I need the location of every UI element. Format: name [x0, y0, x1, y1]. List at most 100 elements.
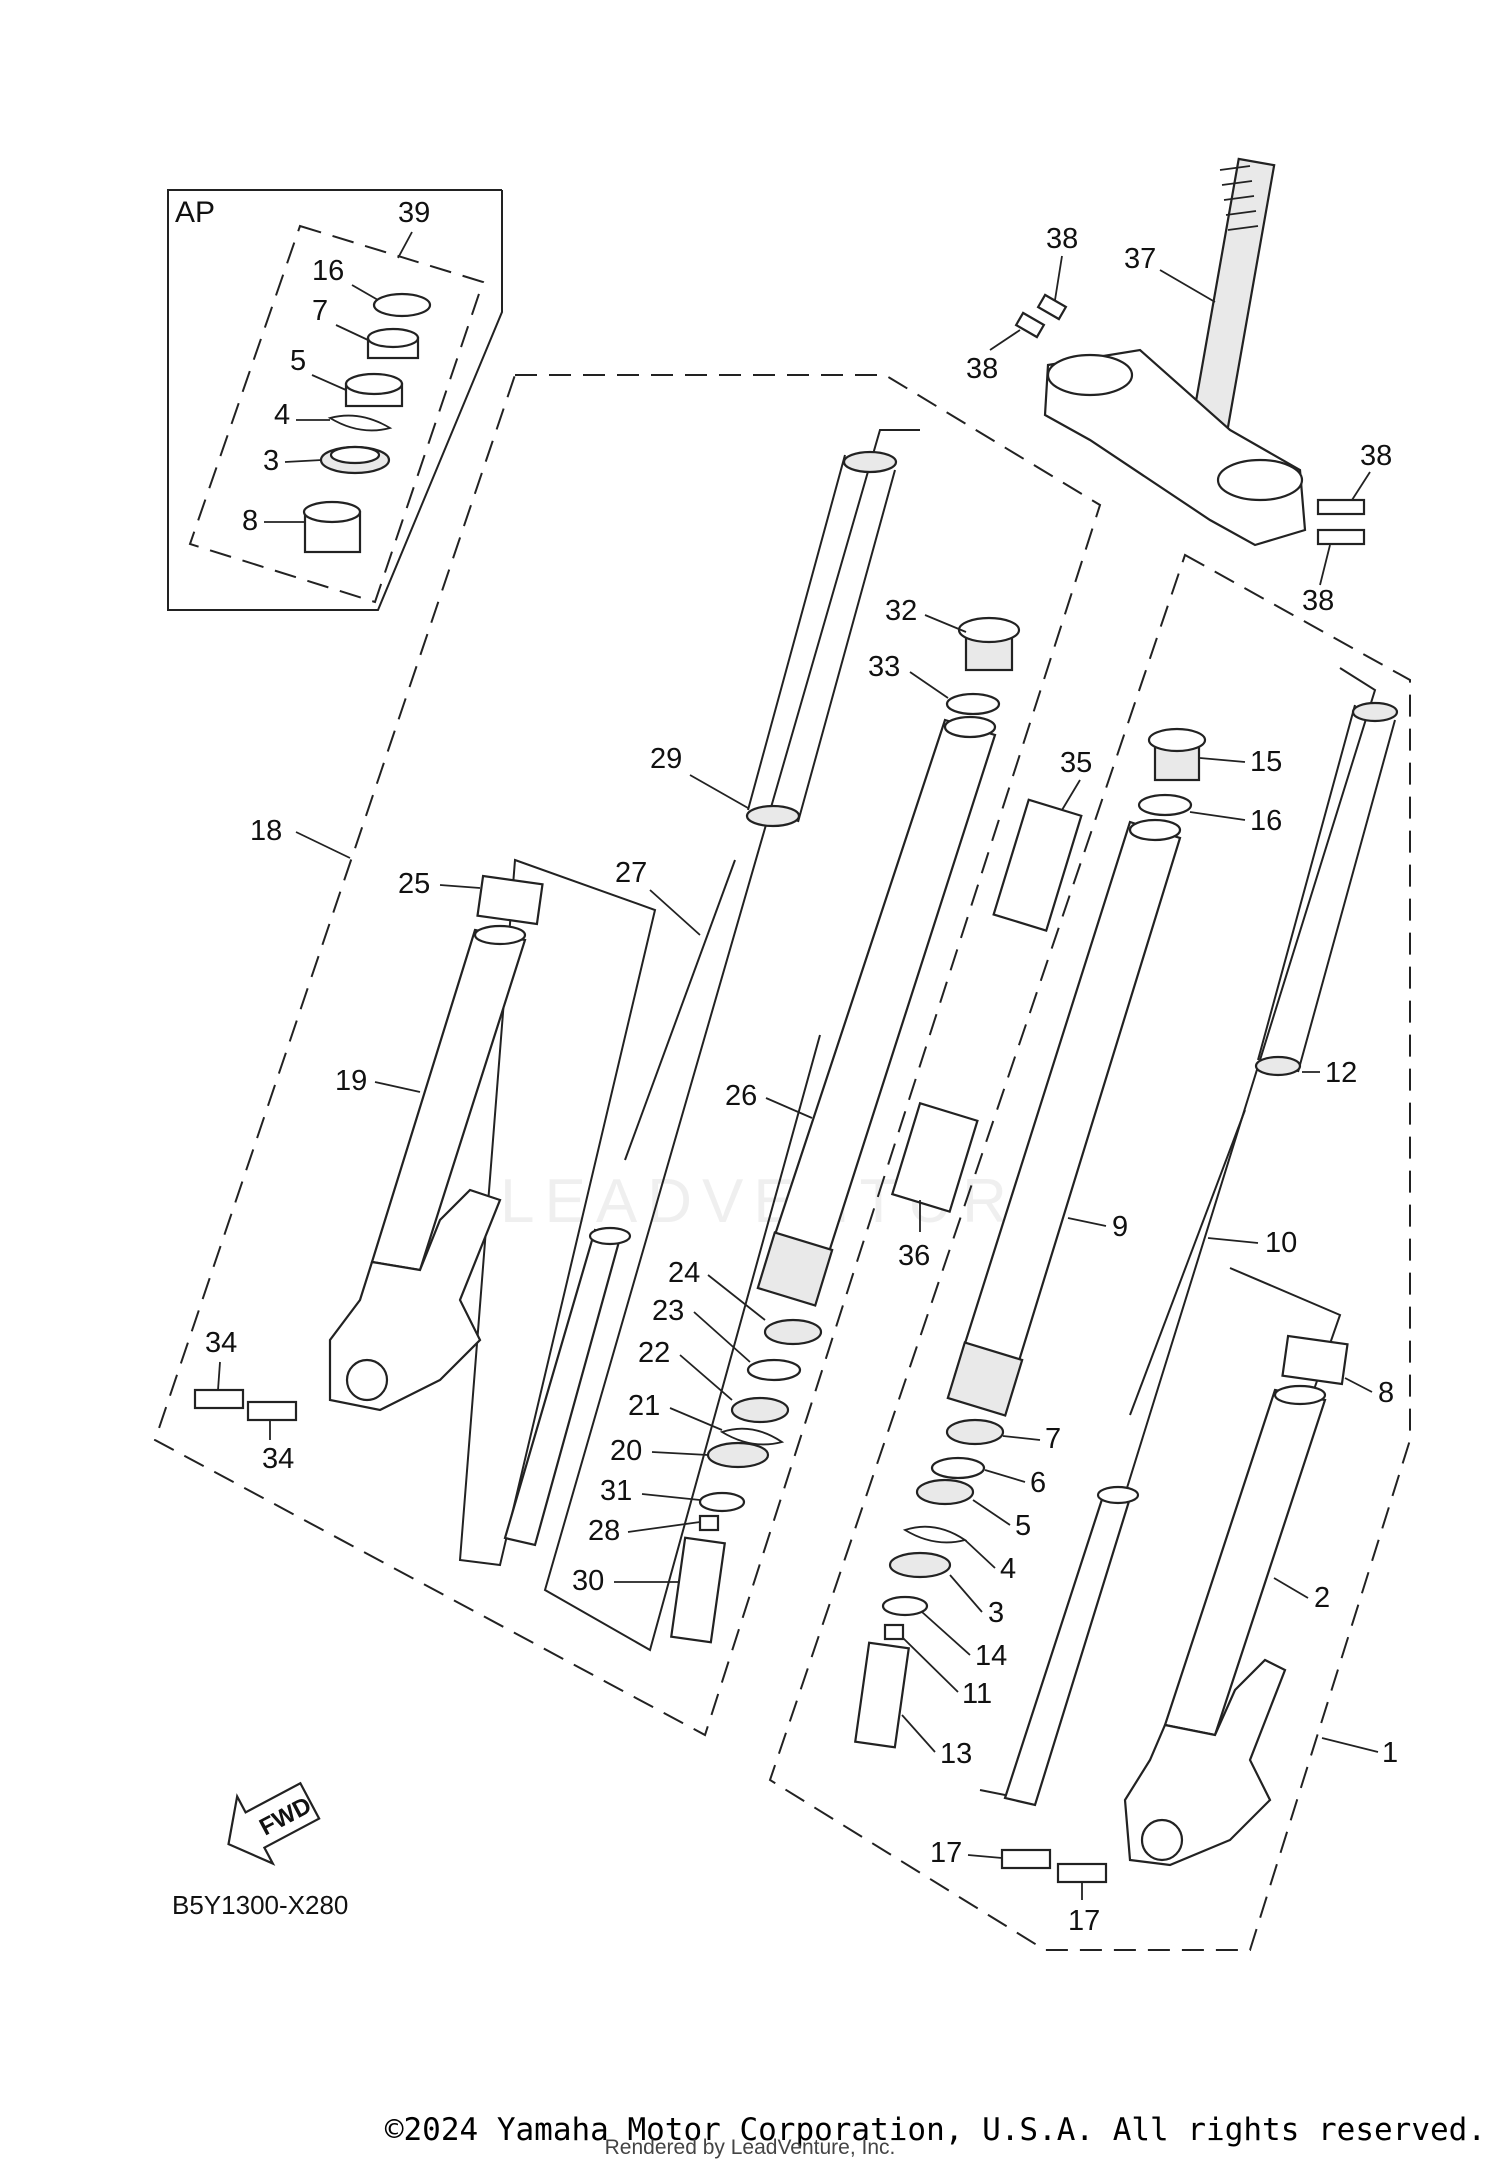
- inner-tube-right: [946, 818, 1182, 1417]
- part-21: [719, 1427, 785, 1446]
- callout-38d: 38: [1302, 585, 1334, 617]
- rendered-by-text: Rendered by LeadVenture, Inc.: [604, 2136, 896, 2159]
- callout-35: 35: [1060, 747, 1092, 779]
- part-3-right: [888, 1551, 952, 1579]
- callout-17a: 17: [930, 1837, 962, 1869]
- callout-6: 6: [1030, 1467, 1046, 1499]
- bolt-34a: [193, 1388, 245, 1410]
- callout-27: 27: [615, 857, 647, 889]
- callout-38b: 38: [966, 353, 998, 385]
- part-31: [698, 1491, 746, 1513]
- callout-25: 25: [398, 868, 430, 900]
- damper-rod-left: [503, 859, 736, 1547]
- callout-9: 9: [1112, 1211, 1128, 1243]
- part-30: [669, 1536, 727, 1644]
- callout-26: 26: [725, 1080, 757, 1112]
- copyright-text: ©2024 Yamaha Motor Corporation, U.S.A. A…: [384, 2112, 1486, 2148]
- part-11-right: [883, 1623, 905, 1641]
- inset-callout-5: 5: [290, 345, 306, 377]
- callout-13: 13: [940, 1738, 972, 1770]
- callout-21: 21: [628, 1390, 660, 1422]
- inset-callout-16: 16: [312, 255, 344, 287]
- callout-16: 16: [1250, 805, 1282, 837]
- callout-2: 2: [1314, 1582, 1330, 1614]
- bolt-34b: [246, 1400, 298, 1422]
- callout-29: 29: [650, 743, 682, 775]
- part-22: [730, 1396, 790, 1424]
- callout-34a: 34: [205, 1327, 237, 1359]
- callout-32: 32: [885, 595, 917, 627]
- callout-18: 18: [250, 815, 282, 847]
- inner-tube-left: [756, 715, 997, 1307]
- callout-38c: 38: [1360, 440, 1392, 472]
- callouts: 1 2 3 4 5 6 7 8 9 10 11 12 13 14 15 16 1…: [205, 223, 1398, 1937]
- callout-31: 31: [600, 1475, 632, 1507]
- part-24: [763, 1318, 823, 1346]
- diagram-code: B5Y1300-X280: [172, 1890, 348, 1920]
- inset-ap: AP 39 16 7 5 4 3 8: [167, 189, 503, 611]
- callout-34b: 34: [262, 1443, 294, 1475]
- callout-33: 33: [868, 651, 900, 683]
- callout-3: 3: [988, 1597, 1004, 1629]
- callout-28: 28: [588, 1515, 620, 1547]
- label-sheet-35: [992, 798, 1083, 932]
- inset-callout-3: 3: [263, 445, 279, 477]
- callout-20: 20: [610, 1435, 642, 1467]
- callout-4: 4: [1000, 1553, 1016, 1585]
- fork-spring-right: [1254, 701, 1399, 1077]
- callout-19: 19: [335, 1065, 367, 1097]
- o-ring-left: [945, 692, 1001, 716]
- left-inner-group-boundary: [543, 429, 920, 1652]
- cap-bolt-left: [957, 616, 1021, 672]
- bushing-part: [366, 327, 420, 360]
- callout-17b: 17: [1068, 1905, 1100, 1937]
- bolt-17b: [1056, 1862, 1108, 1884]
- slide-metal-part: [302, 500, 362, 554]
- callout-12: 12: [1325, 1057, 1357, 1089]
- part-20: [706, 1441, 770, 1469]
- callout-15: 15: [1250, 746, 1282, 778]
- left-outer-tube-group-boundary: [458, 858, 657, 1567]
- callout-5: 5: [1015, 1510, 1031, 1542]
- inset-label: AP: [175, 196, 215, 229]
- part-13-right: [853, 1641, 911, 1749]
- inset-callout-7: 7: [312, 295, 328, 327]
- callout-24: 24: [668, 1257, 700, 1289]
- callout-8: 8: [1378, 1377, 1394, 1409]
- callout-11: 11: [962, 1678, 992, 1710]
- callout-22: 22: [638, 1337, 670, 1369]
- part-28: [698, 1514, 720, 1532]
- damper-rod-right: [1003, 1109, 1246, 1807]
- clip-part: [327, 414, 393, 432]
- left-fork-assembly-boundary: [153, 374, 1102, 1737]
- inset-callout-8: 8: [242, 505, 258, 537]
- part-14-right: [881, 1595, 929, 1617]
- oil-seal-part: [319, 445, 391, 475]
- label-sheet-36: [890, 1101, 979, 1214]
- bolt-17a: [1000, 1848, 1052, 1870]
- callout-36: 36: [898, 1240, 930, 1272]
- outer-tube-right: [1123, 1334, 1349, 1867]
- part-6-right: [930, 1456, 986, 1480]
- o-ring-part: [372, 292, 432, 318]
- fork-spring-left: [745, 450, 898, 828]
- callout-37: 37: [1124, 243, 1156, 275]
- copyright-notice: ©2024 Yamaha Motor Corporation, U.S.A. A…: [0, 2112, 1500, 2148]
- right-fork-assembly-boundary: [768, 553, 1411, 1951]
- inset-callout-4: 4: [274, 399, 290, 431]
- callout-7: 7: [1045, 1423, 1061, 1455]
- o-ring-right: [1137, 793, 1193, 817]
- washer-part: [344, 372, 404, 408]
- callout-14: 14: [975, 1640, 1007, 1672]
- fwd-arrow-icon: FWD: [227, 1781, 321, 1866]
- callout-23: 23: [652, 1295, 684, 1327]
- part-4-right: [902, 1525, 968, 1544]
- cap-bolt-right: [1147, 727, 1207, 782]
- under-bracket-part: [1043, 157, 1307, 547]
- outer-tube-left: [328, 874, 544, 1412]
- bolt-38-upper: [1014, 293, 1366, 546]
- callout-38a: 38: [1046, 223, 1078, 255]
- part-5-right: [915, 1478, 975, 1506]
- part-23: [746, 1358, 802, 1382]
